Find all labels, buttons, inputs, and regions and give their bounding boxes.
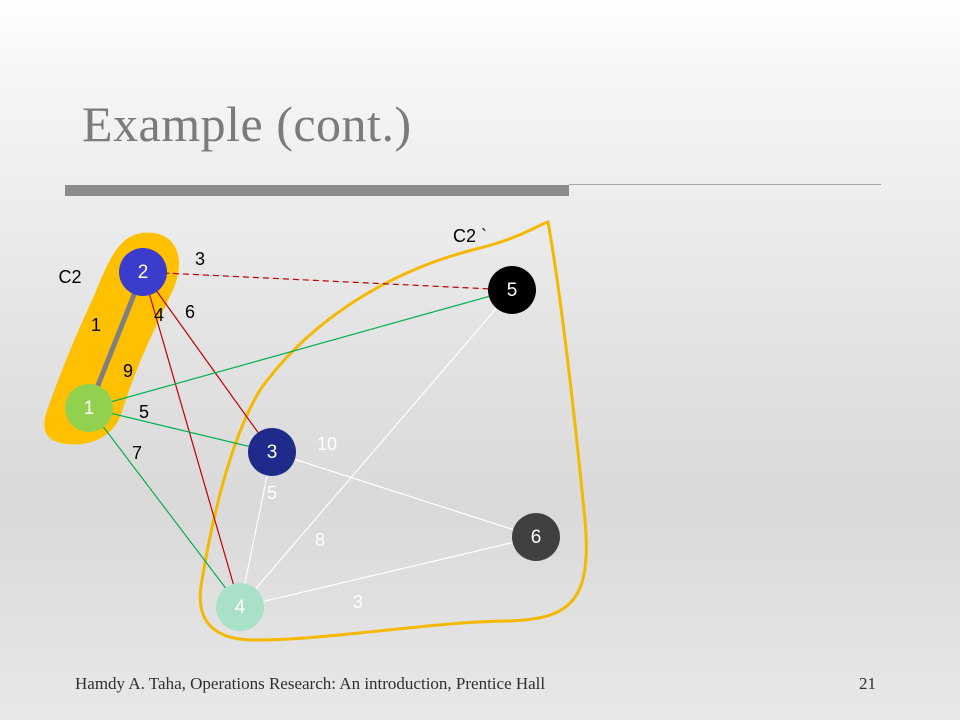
node-label: 6 bbox=[531, 527, 542, 548]
title-underline-thin bbox=[569, 184, 881, 185]
weight-label: 3 bbox=[353, 592, 363, 612]
node-5: 5 bbox=[488, 266, 536, 314]
weight-label: 4 bbox=[154, 305, 164, 325]
edge-1-3 bbox=[88, 407, 273, 453]
weight-label: 5 bbox=[139, 402, 149, 422]
edge-2-3 bbox=[142, 271, 273, 453]
edge-2-4 bbox=[142, 271, 241, 608]
node-label: 2 bbox=[138, 262, 149, 283]
edge-group bbox=[86, 271, 537, 608]
node-3: 3 bbox=[248, 428, 296, 476]
page-number: 21 bbox=[859, 674, 876, 693]
node-1: 1 bbox=[65, 384, 113, 432]
weight-label: 1 bbox=[91, 315, 101, 335]
c2-complement-region bbox=[198, 220, 588, 642]
edge-3-4 bbox=[239, 451, 273, 608]
edge-2-5 bbox=[142, 271, 513, 291]
node-6: 6 bbox=[512, 513, 560, 561]
weight-label: 6 bbox=[185, 302, 195, 322]
node-label: 1 bbox=[84, 398, 95, 419]
edge-5-4 bbox=[239, 289, 513, 608]
weight-label: 7 bbox=[132, 443, 142, 463]
graph-nodes: 1 2 3 4 5 6 bbox=[65, 248, 560, 631]
weight-label: 5 bbox=[267, 483, 277, 503]
c2-complement-label: C2 ` bbox=[453, 226, 487, 246]
node-label: 5 bbox=[507, 280, 518, 301]
slide-title: Example (cont.) bbox=[82, 96, 412, 152]
weight-label: 10 bbox=[317, 434, 337, 454]
edge-1-5 bbox=[88, 289, 513, 409]
weight-label: 9 bbox=[123, 361, 133, 381]
node-2: 2 bbox=[119, 248, 167, 296]
edge-1-2 bbox=[86, 271, 146, 409]
edge-weights: 1 3 6 4 9 5 7 10 5 8 3 bbox=[91, 249, 363, 612]
edge-3-6 bbox=[271, 451, 537, 538]
c2-label: C2 bbox=[58, 267, 81, 287]
weight-label: 8 bbox=[315, 530, 325, 550]
node-4: 4 bbox=[216, 583, 264, 631]
edge-4-6 bbox=[239, 536, 537, 608]
title-underline-thick bbox=[65, 185, 569, 196]
footer-citation: Hamdy A. Taha, Operations Research: An i… bbox=[75, 674, 546, 693]
node-label: 3 bbox=[267, 442, 278, 463]
weight-label: 3 bbox=[195, 249, 205, 269]
node-label: 4 bbox=[235, 597, 246, 618]
edge-1-4 bbox=[88, 407, 241, 608]
